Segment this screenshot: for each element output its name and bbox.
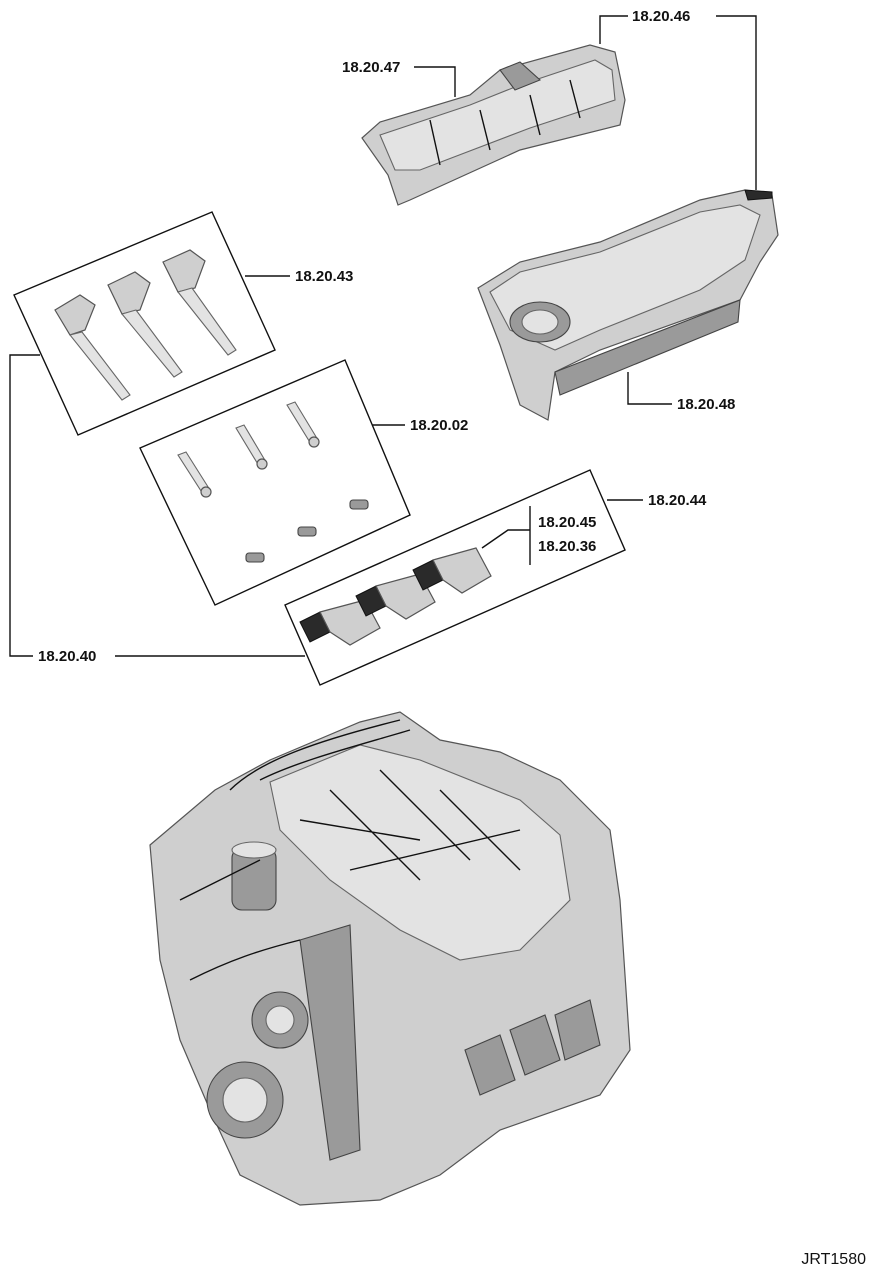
callout-18-20-47: 18.20.47 [342,59,400,76]
engine-assembly [149,711,631,1206]
spark-plug-seal [297,526,317,537]
callout-18-20-43: 18.20.43 [295,268,353,285]
ignition-coil-short-box [284,469,626,686]
spark-plug-box [139,359,411,606]
spark-plug [177,451,212,498]
callout-18-20-44: 18.20.44 [648,492,707,509]
callout-18-20-46: 18.20.46 [632,8,690,25]
figure-id: JRT1580 [801,1251,866,1268]
spark-plug [235,424,268,470]
callout-18-20-40: 18.20.40 [38,648,96,665]
ignition-coil-long [54,294,131,401]
spark-plug-seal [245,552,265,563]
lower-engine-cover [477,189,779,421]
spark-plug-seal [349,499,369,510]
spark-plug [286,401,320,448]
upper-engine-cover [361,44,626,206]
ignition-coil-long [162,249,237,356]
callout-18-20-45: 18.20.45 [538,514,596,531]
ignition-coil-short [412,547,492,594]
ignition-coil-long-box [13,211,276,436]
callout-18-20-48: 18.20.48 [677,396,735,413]
callout-18-20-02: 18.20.02 [410,417,468,434]
leader-lines [9,15,757,657]
ignition-coil-long [107,271,183,378]
callout-18-20-36: 18.20.36 [538,538,596,555]
